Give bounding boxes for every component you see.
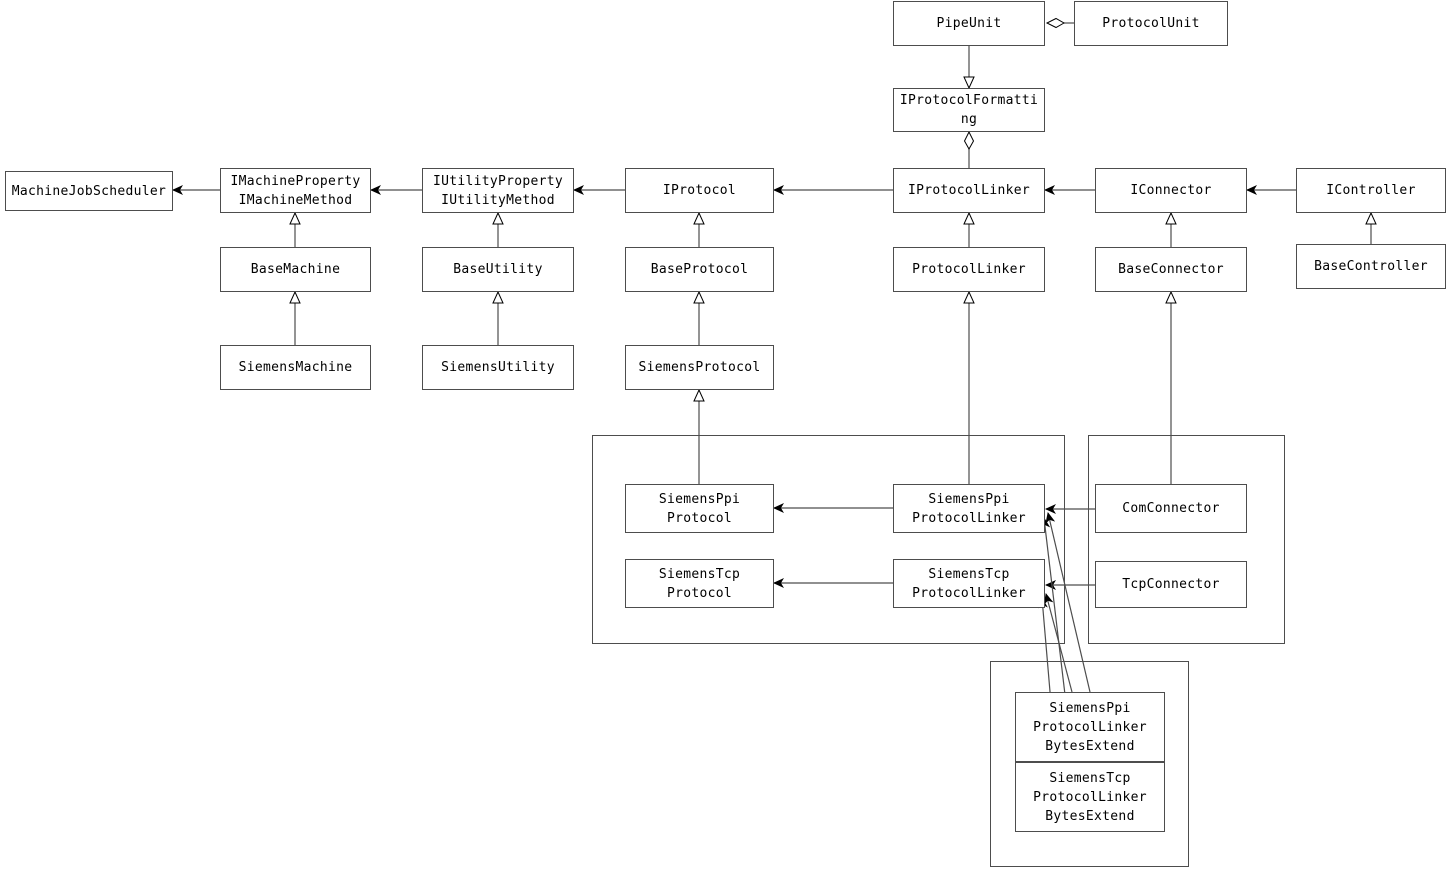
class-box-siemens-utility[interactable]: SiemensUtility xyxy=(422,345,574,390)
class-box-iprotocol-linker[interactable]: IProtocolLinker xyxy=(893,168,1045,213)
class-box-machine-job-scheduler[interactable]: MachineJobScheduler xyxy=(5,171,173,211)
class-box-iprotocol-formatting[interactable]: IProtocolFormatti ng xyxy=(893,88,1045,132)
class-box-siemens-machine[interactable]: SiemensMachine xyxy=(220,345,371,390)
class-box-siemens-tcp-protocol[interactable]: SiemensTcp Protocol xyxy=(625,559,774,608)
class-box-protocol-linker[interactable]: ProtocolLinker xyxy=(893,247,1045,292)
group-protocol-linkers xyxy=(592,435,1065,644)
class-box-tcp-connector[interactable]: TcpConnector xyxy=(1095,561,1247,608)
class-box-base-utility[interactable]: BaseUtility xyxy=(422,247,574,292)
class-box-siemens-tcp-protocol-linker[interactable]: SiemensTcp ProtocolLinker xyxy=(893,559,1045,608)
class-box-siemens-ppi-protocol-linker[interactable]: SiemensPpi ProtocolLinker xyxy=(893,484,1045,533)
class-box-iutility-property[interactable]: IUtilityProperty IUtilityMethod xyxy=(422,168,574,213)
class-box-com-connector[interactable]: ComConnector xyxy=(1095,484,1247,533)
class-box-siemens-ppi-protocol-linker-bytes-extend[interactable]: SiemensPpi ProtocolLinker BytesExtend xyxy=(1015,692,1165,762)
class-box-iconnector[interactable]: IConnector xyxy=(1095,168,1247,213)
class-box-base-machine[interactable]: BaseMachine xyxy=(220,247,371,292)
class-box-pipe-unit[interactable]: PipeUnit xyxy=(893,1,1045,46)
class-box-siemens-tcp-protocol-linker-bytes-extend[interactable]: SiemensTcp ProtocolLinker BytesExtend xyxy=(1015,762,1165,832)
class-box-iprotocol[interactable]: IProtocol xyxy=(625,168,774,213)
class-box-protocol-unit[interactable]: ProtocolUnit xyxy=(1074,1,1228,46)
class-box-siemens-ppi-protocol[interactable]: SiemensPpi Protocol xyxy=(625,484,774,533)
class-box-icontroller[interactable]: IController xyxy=(1296,168,1446,213)
group-connectors xyxy=(1088,435,1285,644)
class-box-imachine-property[interactable]: IMachineProperty IMachineMethod xyxy=(220,168,371,213)
class-box-base-connector[interactable]: BaseConnector xyxy=(1095,247,1247,292)
class-box-base-controller[interactable]: BaseController xyxy=(1296,244,1446,289)
class-box-siemens-protocol[interactable]: SiemensProtocol xyxy=(625,345,774,390)
class-box-base-protocol[interactable]: BaseProtocol xyxy=(625,247,774,292)
